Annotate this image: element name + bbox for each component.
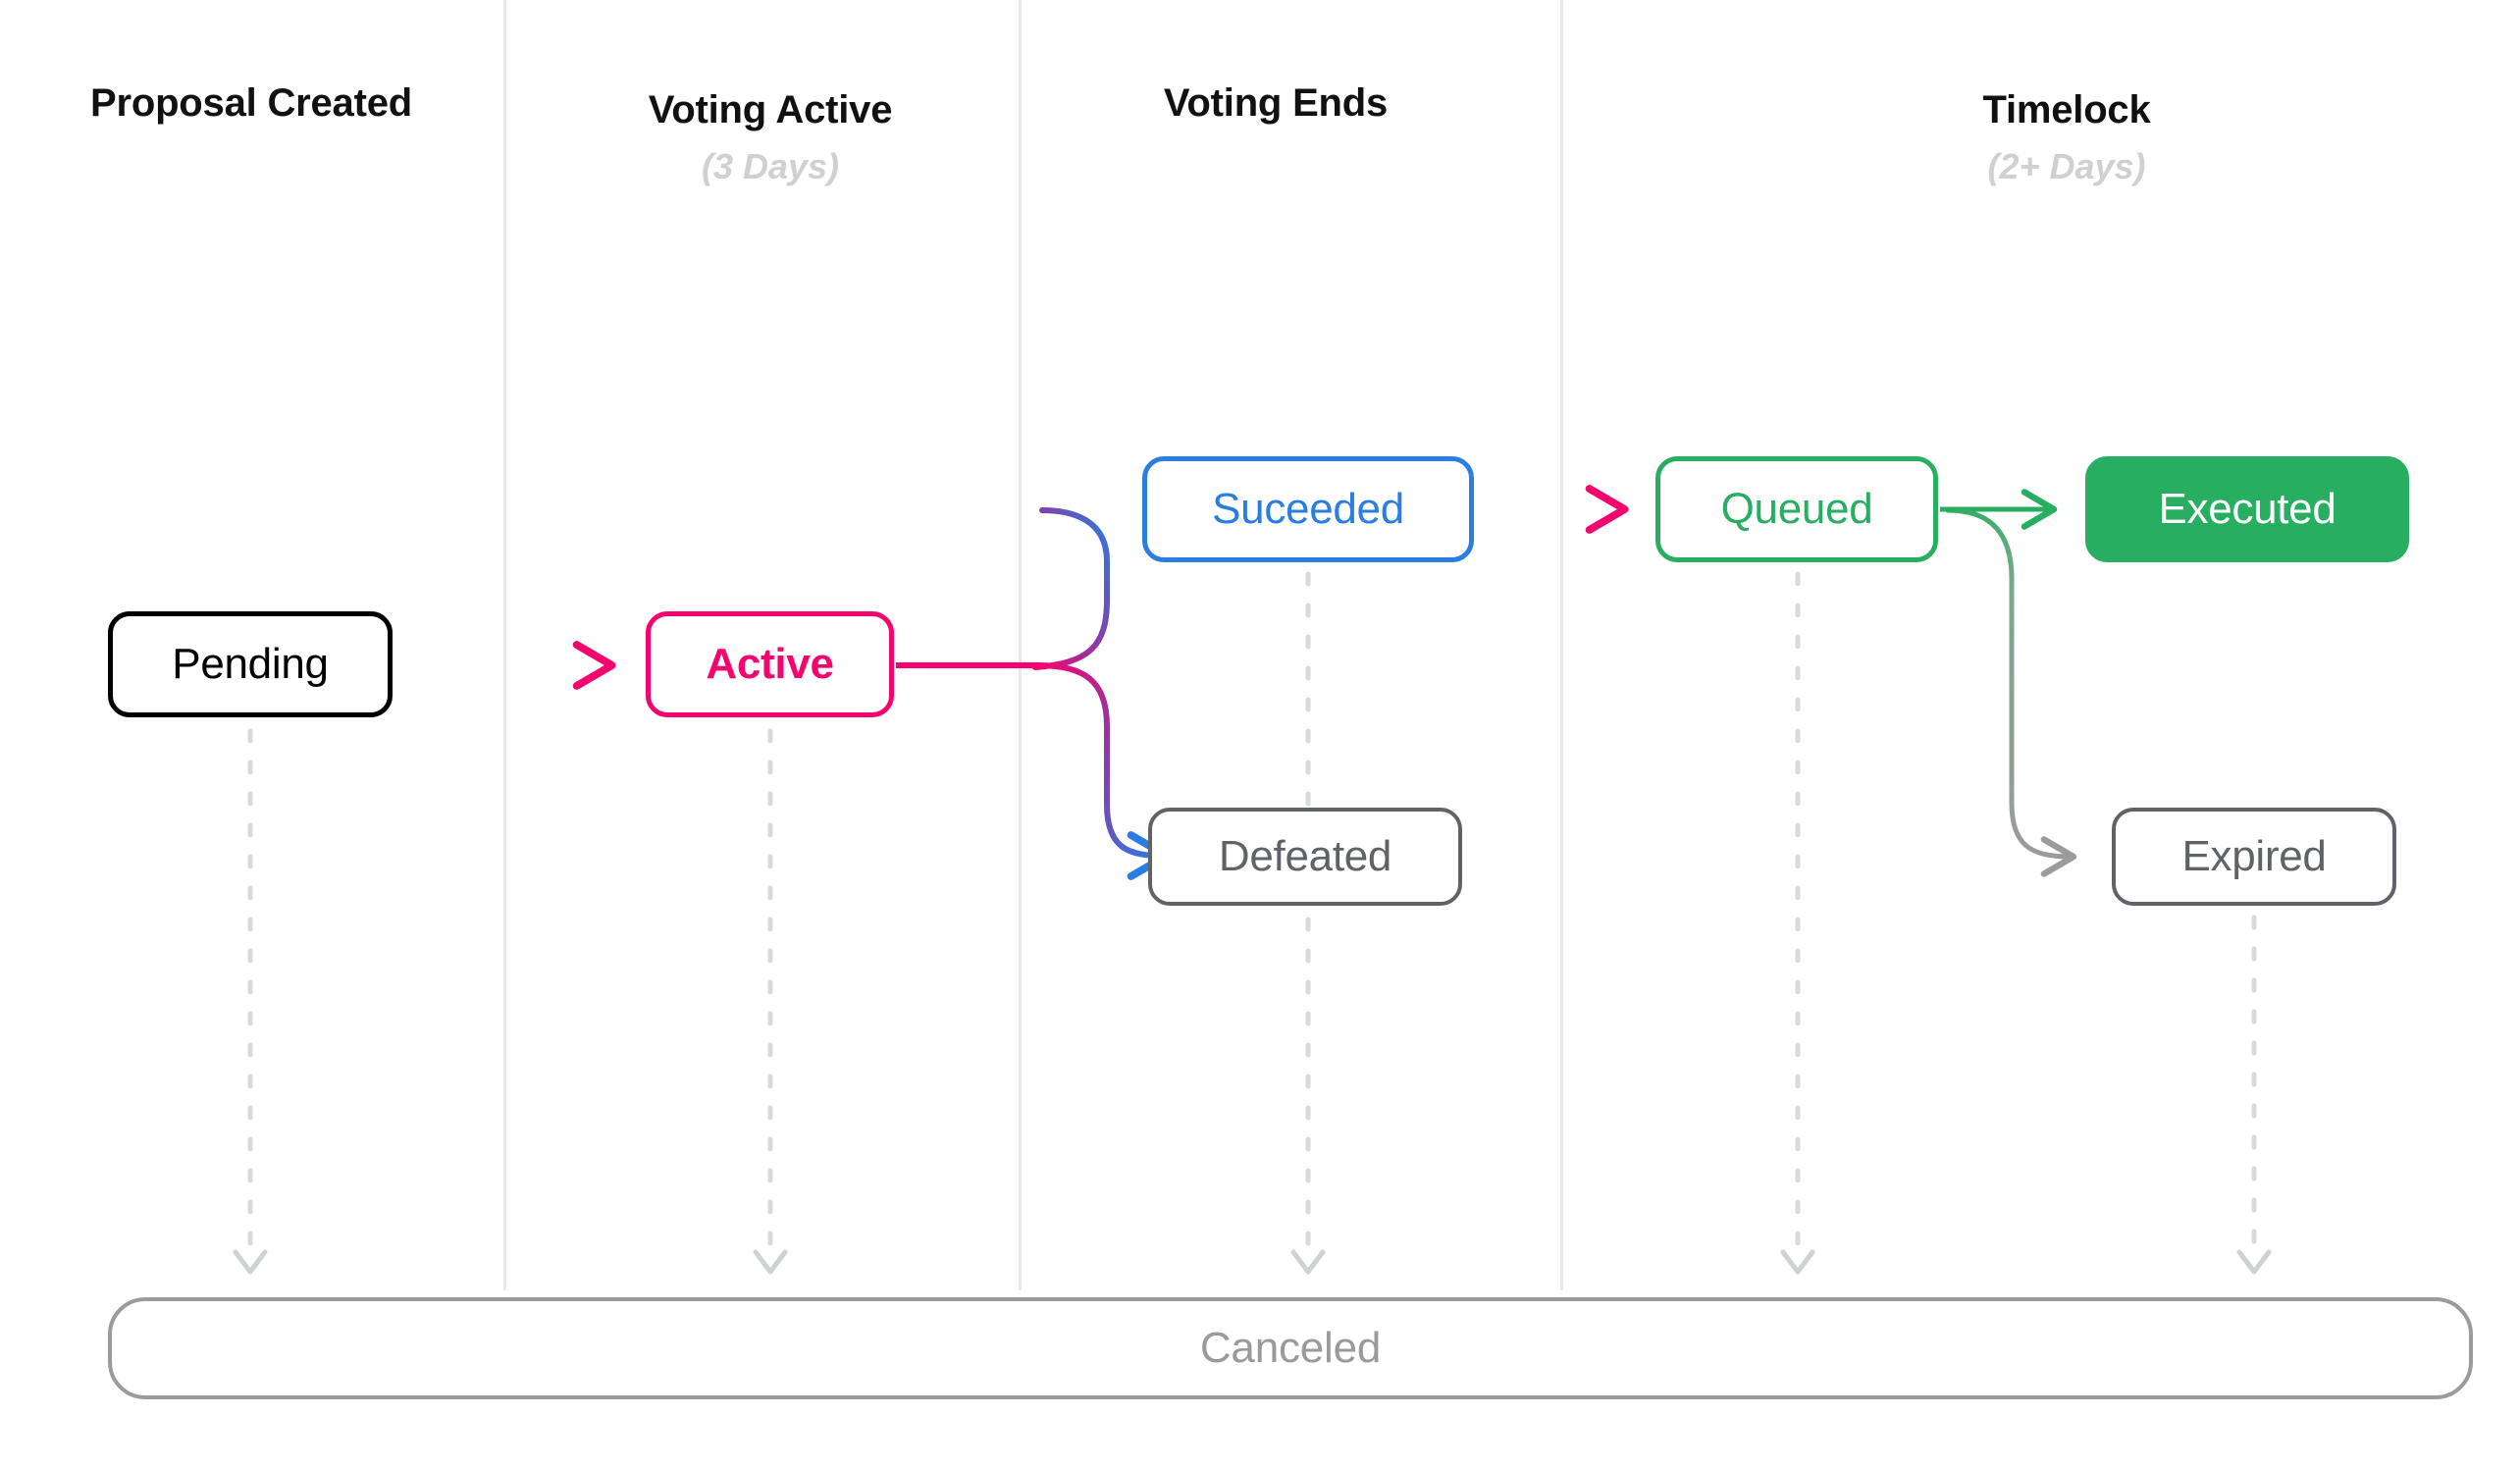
state-node-queued[interactable]: Queued <box>1655 456 1938 562</box>
column-divider-3 <box>1560 0 1563 1290</box>
state-node-canceled[interactable]: Canceled <box>108 1297 2473 1399</box>
edge-active-to-suceeded <box>1032 507 1110 670</box>
edge-active-to-defeated <box>1035 662 1171 880</box>
cancel-drop-arrow-pending <box>233 1249 268 1275</box>
phase-header-voting-active: Voting Active (3 Days) <box>525 90 1016 184</box>
state-node-suceeded[interactable]: Suceeded <box>1142 456 1474 562</box>
state-label: Canceled <box>1199 1324 1382 1372</box>
state-node-executed[interactable]: Executed <box>2085 456 2409 562</box>
state-label: Active <box>706 640 834 688</box>
state-label: Defeated <box>1218 832 1392 880</box>
edge-queued-to-expired <box>1945 507 2077 877</box>
column-divider-2 <box>1019 0 1022 1290</box>
cancel-drop-arrow-active <box>753 1249 788 1275</box>
phase-subtitle: (2+ Days) <box>1987 146 2146 186</box>
cancel-drop-arrow-queued <box>1780 1249 1815 1275</box>
state-label: Executed <box>2158 485 2336 533</box>
cancel-drop-arrow-expired <box>2236 1249 2272 1275</box>
state-label: Suceeded <box>1212 485 1404 533</box>
state-label: Queued <box>1720 485 1873 533</box>
phase-title: Timelock <box>1982 88 2151 131</box>
state-node-defeated[interactable]: Defeated <box>1148 808 1462 906</box>
state-label: Expired <box>2181 832 2327 880</box>
column-divider-1 <box>503 0 506 1290</box>
phase-subtitle: (3 Days) <box>701 146 840 186</box>
phase-header-timelock: Timelock (2+ Days) <box>1821 90 2312 184</box>
state-label: Pending <box>172 640 329 688</box>
state-node-expired[interactable]: Expired <box>2112 808 2396 906</box>
phase-title: Voting Active <box>648 88 893 131</box>
state-node-pending[interactable]: Pending <box>108 611 393 717</box>
phase-header-voting-ends: Voting Ends <box>1030 83 1521 123</box>
phase-title: Proposal Created <box>89 81 412 125</box>
state-node-active[interactable]: Active <box>646 611 894 717</box>
phase-title: Voting Ends <box>1163 81 1389 125</box>
cancel-drop-arrow-suceeded <box>1290 1249 1326 1275</box>
phase-header-proposal-created: Proposal Created <box>6 83 497 123</box>
